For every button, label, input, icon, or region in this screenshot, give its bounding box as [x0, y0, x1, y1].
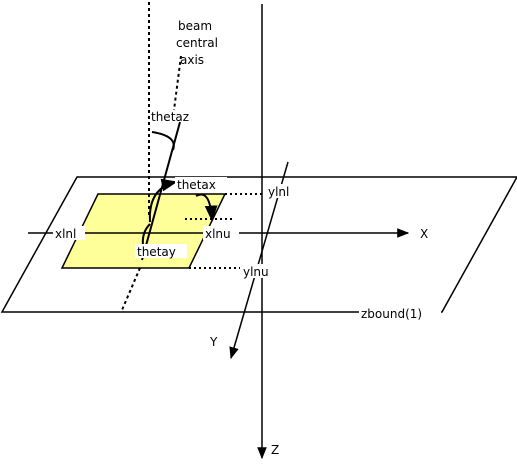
thetaz-arc: [151, 131, 175, 151]
xlnl-label: xlnl: [55, 227, 76, 241]
beam-axis-dotted-lower: [121, 267, 141, 311]
zbound-label: zbound(1): [361, 307, 422, 321]
ylnu-label: ylnu: [243, 265, 269, 279]
thetaz-label: thetaz: [151, 110, 189, 124]
thetax-arc: [148, 178, 178, 223]
y-axis-label: Y: [209, 335, 218, 349]
zbound-plane: [0, 176, 517, 313]
thetax-sweep-arc: [195, 193, 218, 222]
thetax-label: thetax: [177, 178, 216, 192]
z-axis-label: Z: [271, 443, 279, 457]
beam-axis-label-line2: central: [176, 36, 218, 50]
thetay-label: thetay: [137, 245, 176, 259]
beam-axis-label-line1: beam: [178, 19, 212, 33]
xlnu-label: xlnu: [205, 227, 231, 241]
x-axis-label: X: [420, 227, 428, 241]
ylnl-label: ylnl: [268, 185, 289, 199]
beam-axis-label-line3: axis: [180, 53, 204, 67]
